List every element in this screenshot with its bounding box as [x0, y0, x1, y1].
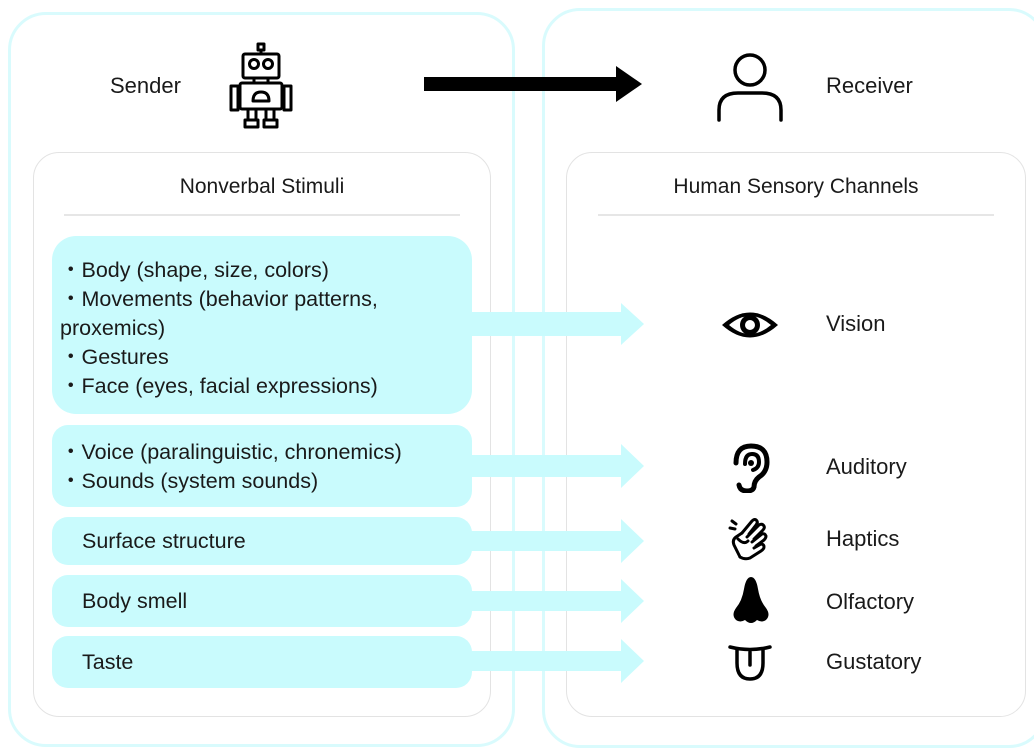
receiver-label: Receiver — [826, 73, 913, 98]
stimulus-box-surface: Surface structure — [52, 517, 472, 565]
channel-label-haptics: Haptics — [826, 526, 900, 551]
eye-icon — [720, 308, 780, 342]
sensory-channels-panel — [566, 152, 1026, 717]
arrow-vision — [460, 303, 644, 345]
tongue-icon — [728, 643, 772, 683]
person-icon — [716, 52, 784, 122]
sensory-channels-heading: Human Sensory Channels — [673, 175, 919, 198]
hand-icon — [728, 515, 772, 561]
stimulus-box-visual: ・Body (shape, size, colors) ・Movements (… — [52, 236, 472, 414]
stimulus-item-smell: Body smell — [82, 589, 188, 613]
arrow-olfactory — [460, 579, 644, 623]
stimulus-box-taste: Taste — [52, 636, 472, 688]
arrow-haptics — [460, 519, 644, 563]
left-divider — [64, 214, 460, 216]
stimulus-item-surface: Surface structure — [82, 529, 246, 553]
arrow-auditory — [460, 444, 644, 488]
stimulus-item-movements-cont: proxemics) — [60, 316, 166, 340]
stimulus-box-smell: Body smell — [52, 575, 472, 627]
stimulus-box-auditory: ・Voice (paralinguistic, chronemics) ・Sou… — [52, 425, 472, 507]
channel-label-gustatory: Gustatory — [826, 649, 922, 674]
stimulus-item-gestures: ・Gestures — [60, 345, 169, 369]
nose-icon — [731, 575, 771, 625]
channel-label-olfactory: Olfactory — [826, 589, 915, 614]
ear-icon — [728, 443, 772, 493]
channel-label-vision: Vision — [826, 311, 886, 336]
stimulus-item-taste: Taste — [82, 650, 134, 674]
stimulus-item-voice: ・Voice (paralinguistic, chronemics) — [60, 440, 402, 464]
send-arrow — [424, 66, 644, 111]
nonverbal-stimuli-heading: Nonverbal Stimuli — [179, 175, 345, 198]
robot-icon — [228, 42, 294, 132]
stimulus-item-body: ・Body (shape, size, colors) — [60, 258, 329, 282]
right-divider — [598, 214, 994, 216]
arrow-gustatory — [460, 639, 644, 683]
stimulus-item-face: ・Face (eyes, facial expressions) — [60, 374, 378, 398]
stimulus-item-sounds: ・Sounds (system sounds) — [60, 469, 319, 493]
channel-label-auditory: Auditory — [826, 454, 907, 479]
sender-label: Sender — [110, 73, 181, 98]
stimulus-item-movements: ・Movements (behavior patterns, — [60, 287, 378, 311]
